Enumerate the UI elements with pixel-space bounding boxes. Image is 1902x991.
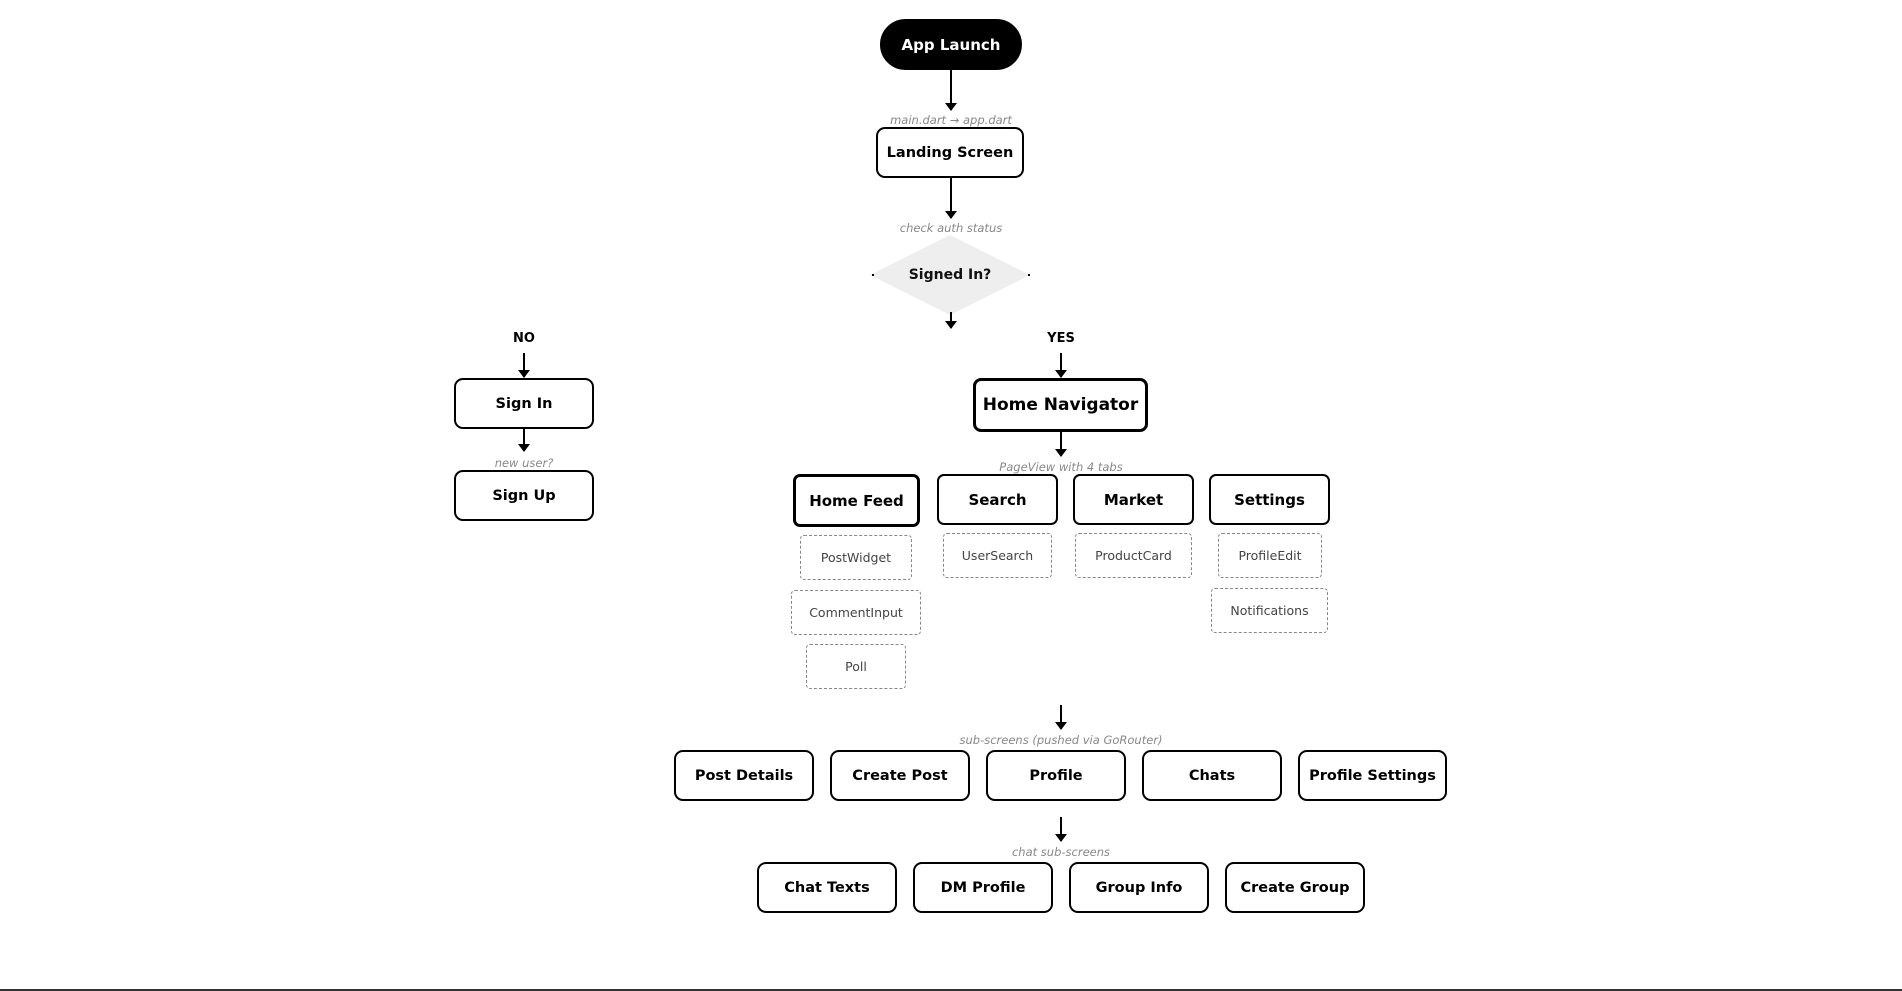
bottom-border xyxy=(0,989,1902,991)
subscreen-profile: Profile xyxy=(986,750,1126,801)
signed-in-decision-label: Signed In? xyxy=(908,267,992,283)
arrow-landing-to-decision xyxy=(945,178,957,219)
subscreen-post-details: Post Details xyxy=(674,750,814,801)
arrow-no-to-sign-in xyxy=(518,353,530,378)
widget-comment-input: CommentInput xyxy=(791,590,921,635)
edge-label-tabs-to-subscreens: sub-screens (pushed via GoRouter) xyxy=(959,733,1163,747)
widget-poll: Poll xyxy=(806,644,906,689)
tab-settings: Settings xyxy=(1209,474,1330,525)
widget-profile-edit: ProfileEdit xyxy=(1218,533,1322,578)
arrow-yes-to-navigator xyxy=(1055,353,1067,378)
no-branch-label: NO xyxy=(513,331,535,346)
widget-notifications: Notifications xyxy=(1211,588,1328,633)
edge-label-sign-in-to-sign-up: new user? xyxy=(494,456,554,470)
tab-market: Market xyxy=(1073,474,1194,525)
arrow-launch-to-landing xyxy=(945,70,957,111)
widget-user-search: UserSearch xyxy=(943,533,1052,578)
subscreen-chats: Chats xyxy=(1142,750,1282,801)
app-launch-node: App Launch xyxy=(880,19,1022,70)
chat-screen-group-info: Group Info xyxy=(1069,862,1209,913)
arrow-subscreens-to-chat xyxy=(1055,817,1067,842)
widget-post-widget: PostWidget xyxy=(800,535,912,580)
decision-right-port xyxy=(1028,274,1030,276)
arrow-navigator-to-tabs xyxy=(1055,432,1067,457)
chat-screen-dm-profile: DM Profile xyxy=(913,862,1053,913)
sign-in-node: Sign In xyxy=(454,378,594,429)
home-navigator-node: Home Navigator xyxy=(973,378,1148,432)
subscreen-create-post: Create Post xyxy=(830,750,970,801)
landing-screen-node: Landing Screen xyxy=(876,127,1024,178)
subscreen-profile-settings: Profile Settings xyxy=(1298,750,1447,801)
arrow-sign-in-to-sign-up xyxy=(518,429,530,452)
edge-label-subscreens-to-chat: chat sub-screens xyxy=(1011,845,1111,859)
widget-product-card: ProductCard xyxy=(1075,533,1192,578)
decision-stem xyxy=(945,312,957,329)
yes-branch-label: YES xyxy=(1047,331,1075,346)
arrow-tabs-to-subscreens xyxy=(1055,705,1067,730)
sign-up-node: Sign Up xyxy=(454,470,594,521)
chat-screen-chat-texts: Chat Texts xyxy=(757,862,897,913)
tab-home-feed: Home Feed xyxy=(793,474,920,527)
chat-screen-create-group: Create Group xyxy=(1225,862,1365,913)
edge-label-landing-to-decision: check auth status xyxy=(899,221,1003,235)
tab-search: Search xyxy=(937,474,1058,525)
decision-left-port xyxy=(872,274,874,276)
edge-label-launch-to-landing: main.dart → app.dart xyxy=(890,113,1012,127)
edge-label-navigator-to-tabs: PageView with 4 tabs xyxy=(999,460,1123,474)
